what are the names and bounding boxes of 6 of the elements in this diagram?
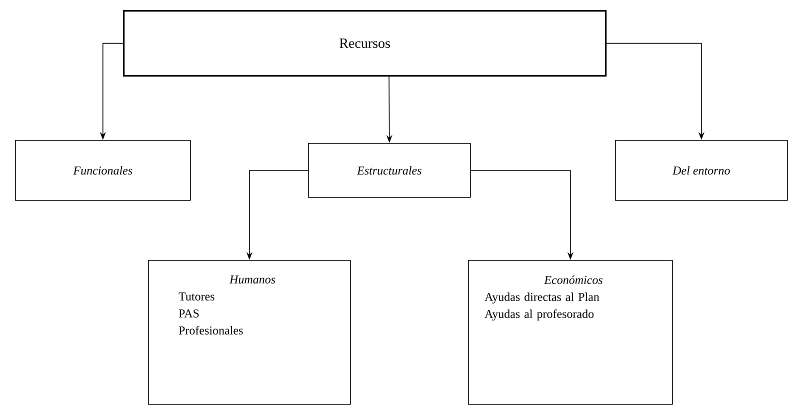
- category-box: Económicos Ayudas directas al Plan Ayudas al profesorado: [468, 260, 673, 405]
- category-box: Estructurales: [308, 143, 471, 198]
- category-box: Funcionales: [15, 140, 191, 201]
- category-box: Humanos Tutores PAS Profesionales: [148, 260, 351, 405]
- category-box: Del entorno: [615, 140, 788, 201]
- title-box: Recursos: [123, 10, 607, 77]
